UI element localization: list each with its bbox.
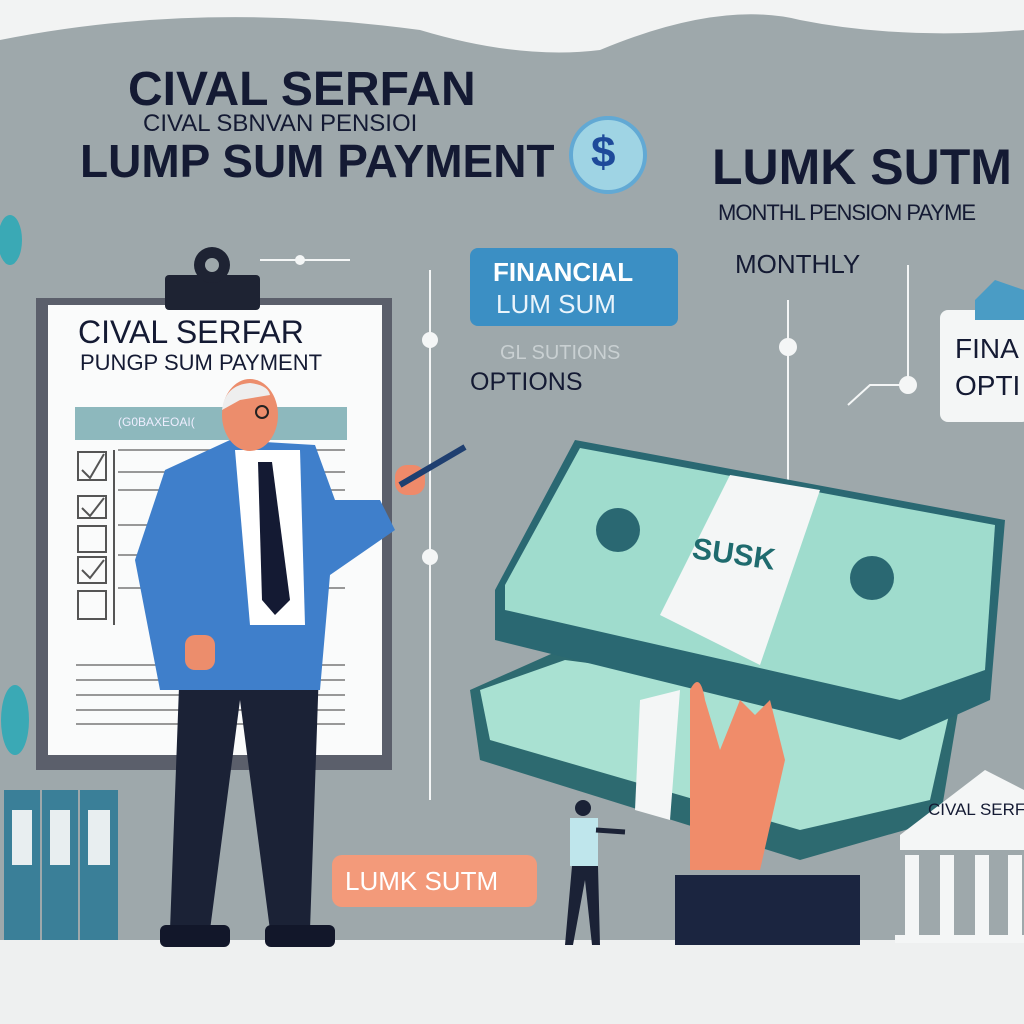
orange-label: LUMK SUTM xyxy=(345,866,499,896)
building-icon xyxy=(895,770,1024,943)
small-person-figure xyxy=(565,800,626,945)
badge-line1: FINANCIAL xyxy=(493,257,634,287)
clipboard-subtitle: PUNGP SUM PAYMENT xyxy=(80,350,323,375)
monthly-label: MONTHLY xyxy=(735,249,861,279)
binders-icon xyxy=(4,790,118,940)
options-label: OPTIONS xyxy=(470,368,583,396)
building-label: CIVAL SERF xyxy=(928,800,1024,819)
badge-line2: LUM SUM xyxy=(496,289,616,319)
dollar-icon xyxy=(569,116,647,194)
headline-main: LUMP SUM PAYMENT xyxy=(80,135,555,187)
hand-icon xyxy=(675,682,860,945)
right-title: LUMK SUTM xyxy=(712,139,1012,195)
clipboard-title: CIVAL SERFAR xyxy=(78,314,304,350)
right-card-line1: FINA xyxy=(955,333,1019,364)
businessman-figure xyxy=(135,379,467,947)
right-subtitle: MONTHL PENSION PAYME xyxy=(718,200,976,225)
clipboard-table-header: (G0BAXEOAI( xyxy=(118,415,195,429)
faint-label: GL SUTIONS xyxy=(500,342,621,364)
dollar-symbol: $ xyxy=(591,128,616,177)
headline-title: CIVAL SERFAN xyxy=(128,63,476,116)
headline-subtitle: CIVAL SBNVAN PENSIOI xyxy=(143,110,418,137)
right-card-line2: OPTI xyxy=(955,370,1021,401)
